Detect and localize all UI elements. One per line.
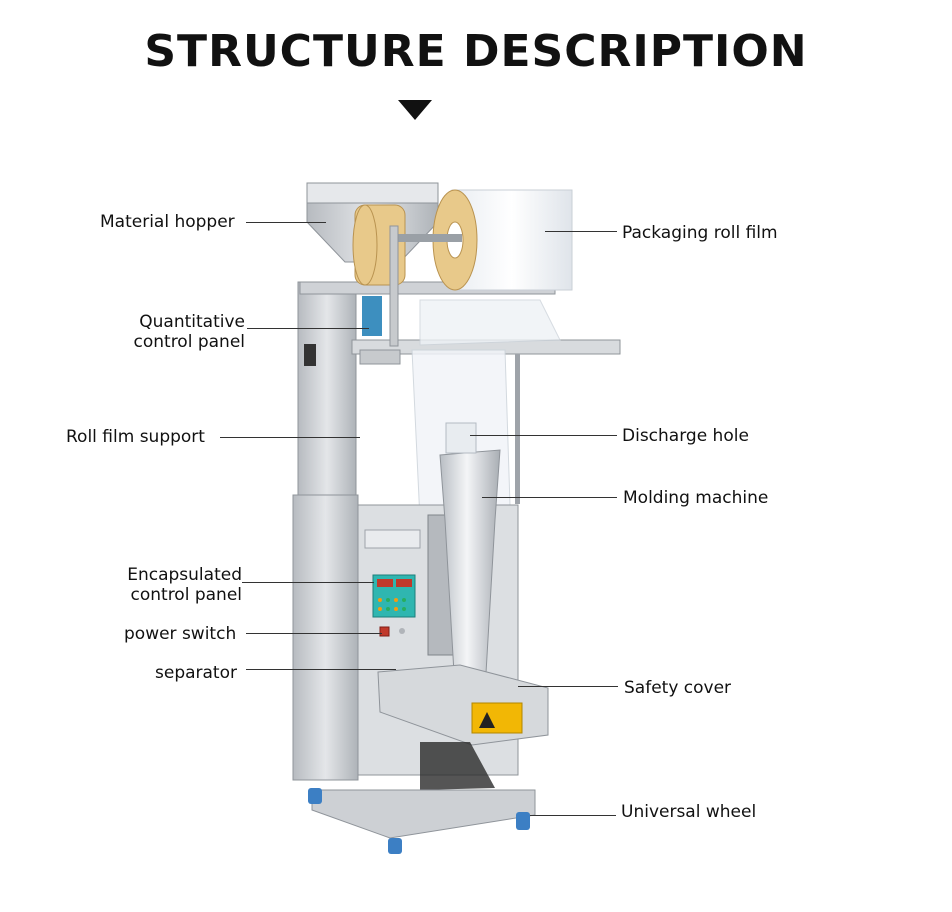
leader-line-safety-cover <box>518 686 618 687</box>
leader-line-roll-film-support <box>220 437 360 438</box>
label-quantitative-line-1: Quantitative <box>139 312 245 332</box>
label-safety-cover: Safety cover <box>624 678 732 698</box>
label-encapsulated-line-2: control panel <box>130 585 243 605</box>
label-encapsulated-line-1: Encapsulated <box>127 565 242 585</box>
label-molding-machine: Molding machine <box>623 488 769 508</box>
label-quantitative-control-panel: Quantitative control panel <box>120 312 246 352</box>
leader-line-discharge-hole <box>470 435 617 436</box>
label-material-hopper: Material hopper <box>100 212 235 232</box>
safety-cover-drawing <box>377 664 549 790</box>
base-frame <box>311 789 536 839</box>
leader-line-power-switch <box>246 633 382 634</box>
universal-wheel-drawing <box>308 788 530 854</box>
leader-line-packaging-roll-film <box>545 231 617 232</box>
leader-line-material-hopper <box>246 222 326 223</box>
label-quantitative-line-2: control panel <box>133 332 246 352</box>
label-roll-film-support: Roll film support <box>66 427 205 447</box>
leader-line-quantitative-control-panel <box>247 328 369 329</box>
leader-line-separator <box>246 669 396 670</box>
leader-line-encapsulated-control-panel <box>242 582 374 583</box>
label-universal-wheel: Universal wheel <box>621 802 757 822</box>
leader-line-molding-machine <box>482 497 617 498</box>
page-title: STRUCTURE DESCRIPTION <box>144 26 808 77</box>
label-power-switch: power switch <box>124 624 237 644</box>
molding-tube <box>427 422 501 691</box>
down-arrow-icon <box>398 100 432 120</box>
label-packaging-roll-film: Packaging roll film <box>622 223 778 243</box>
label-encapsulated-control-panel: Encapsulated control panel <box>112 565 242 605</box>
leader-line-universal-wheel <box>530 815 616 816</box>
label-separator: separator <box>155 663 237 683</box>
label-discharge-hole: Discharge hole <box>622 426 749 446</box>
